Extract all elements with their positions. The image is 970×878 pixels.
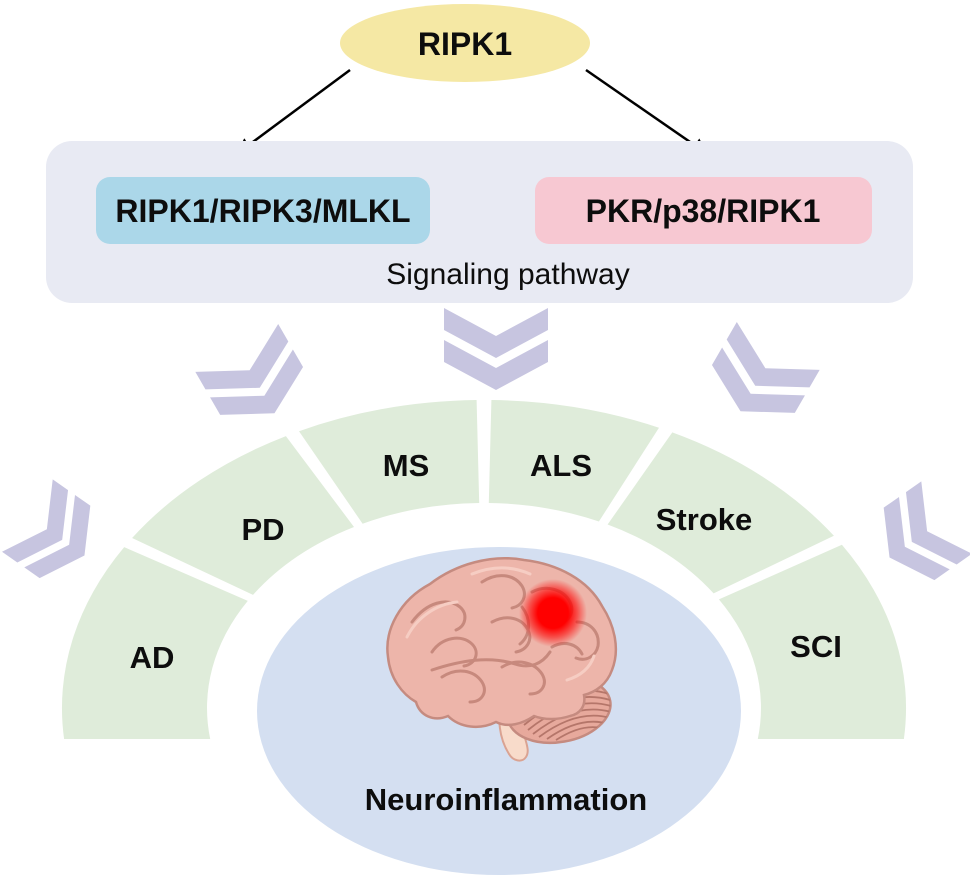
chevron-down-icon-farleft (2, 479, 110, 592)
arrow-to-right-pathway (585, 68, 709, 155)
ripk1-node-label: RIPK1 (418, 26, 512, 62)
outcome-label: Neuroinflammation (365, 782, 647, 817)
disease-arc (61, 400, 907, 739)
chevron-down-icon-center (444, 308, 548, 390)
chevron-down-icon-midleft (195, 324, 316, 438)
chevron-down-icon-farright (864, 481, 970, 594)
disease-label-ms: MS (383, 448, 430, 483)
arc-segment-ms (299, 400, 480, 524)
arc-segment-ad (61, 547, 248, 739)
arc-segment-stroke (607, 432, 834, 594)
disease-label-stroke: Stroke (656, 502, 752, 537)
disease-label-ad: AD (130, 640, 175, 675)
chevron-down-icon-midright (699, 322, 820, 436)
arc-segment-pd (132, 436, 354, 595)
right-pathway-pill (535, 177, 872, 244)
right-pathway-label: PKR/p38/RIPK1 (586, 193, 821, 229)
arc-segment-sci (718, 544, 907, 739)
disease-label-sci: SCI (790, 629, 842, 664)
brain-illustration (386, 557, 618, 762)
signaling-pathway-caption: Signaling pathway (386, 258, 630, 291)
brain-highlights (405, 566, 596, 682)
left-pathway-label: RIPK1/RIPK3/MLKL (115, 193, 410, 229)
arc-segment-als (488, 400, 659, 522)
left-pathway-pill (96, 177, 430, 244)
disease-label-als: ALS (530, 448, 592, 483)
arrow-to-left-pathway (236, 68, 351, 155)
lesion-spot (519, 579, 587, 647)
disease-label-pd: PD (241, 512, 284, 547)
ripk1-node (340, 4, 590, 82)
